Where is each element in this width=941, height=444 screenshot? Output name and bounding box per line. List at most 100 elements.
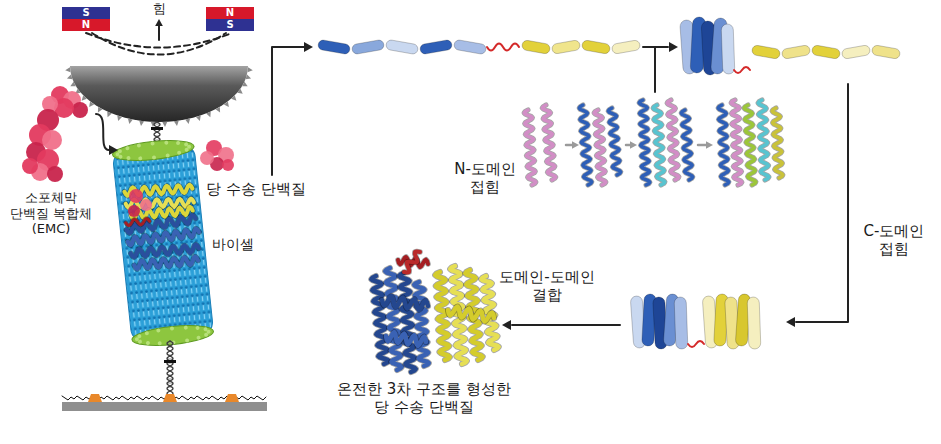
unfolded-segment [419,39,452,54]
linker [487,44,519,51]
magnet-pole [206,7,254,19]
surface-anchor [225,394,239,402]
magnet-pole-label: N [62,19,110,31]
helix-ribbon [131,243,200,259]
streptavidin-mark [67,75,73,80]
emc-complex [200,151,214,165]
streptavidin-mark [65,67,70,72]
helix-ribbon [579,105,592,185]
helix-outline [134,255,199,271]
bicelle-callout: 바이셀 [118,212,256,256]
helix-ribbon [371,276,388,364]
streptavidin-mark [107,112,112,118]
emc-complex [22,158,38,174]
helix-ribbon [608,108,621,175]
streptavidin-mark [82,95,87,100]
helix-ribbon [404,252,420,273]
streptavidin-mark [237,89,242,94]
streptavidin-mark [246,75,252,80]
streptavidin-mark [139,121,144,126]
helix-ribbon [125,218,150,227]
dna-marker [151,127,163,130]
magnet-pole-label: S [206,19,254,31]
emc-complex [47,166,63,182]
helix-ribbon [414,282,429,366]
node-label: 바이셀 [212,236,254,253]
node-label: N-도메인 접힘 [448,160,522,196]
helix-outline [386,332,426,346]
helix-outline [731,100,742,185]
unfolded-segment [351,39,384,54]
unfolded-segment [453,39,486,54]
helix-ribbon [594,110,606,185]
helix-outline [414,282,429,366]
lipid-bead [165,153,169,157]
unfolded-segment [841,45,870,60]
streptavidin-mark [231,95,236,100]
helix-outline [125,218,150,227]
unfolded-segment [317,39,350,54]
linker [734,67,750,73]
helix-outline [448,307,494,322]
lipid-bead [184,325,188,329]
streptavidin-mark [215,107,220,113]
folding-step-callout: N-도메인 접힘 [448,158,524,204]
step-arrow [566,144,572,147]
emc-callout: 소포체막 단백질 복합체 (EMC) [6,86,96,246]
streptavidin-mark [185,119,190,124]
magnet-pole-label: S [62,7,110,19]
connector-line [96,114,109,150]
helix-ribbon [758,100,769,180]
linker [688,341,704,347]
streptavidin-mark [117,115,122,121]
helix-outline [579,105,592,185]
unfolded-segment [871,45,900,60]
emc-complex [42,130,62,150]
helix-outline [681,110,693,180]
process-arrow [512,324,620,326]
lipid-bead [184,147,188,151]
lipid-bead [157,341,161,345]
domain-bundle [674,297,688,349]
helix-outline [404,252,420,273]
streptavidin-mark [162,122,167,127]
helix-ribbon [524,110,536,185]
helix-outline [718,105,729,185]
emc-complex [128,205,140,217]
dna-marker [164,360,176,363]
lipid-bead [150,141,154,145]
streptavidin-mark [128,119,133,124]
streptavidin-mark [70,82,76,87]
emc-complex [222,159,234,171]
helix-outline [653,105,665,185]
lipid-bead [145,331,149,335]
helix-ribbon [681,110,693,180]
step-label: 도메인-도메인 결합 [494,268,600,304]
arrow-head [109,145,118,155]
helix-ribbon [772,108,783,178]
lipid-bead [125,146,129,150]
force-arrow-head [155,19,163,26]
magnet-pole-label: N [206,7,254,19]
domain-bundle [721,24,735,74]
lipid-bead [176,141,180,145]
helix-ribbon [386,332,426,346]
helix-outline [524,110,536,185]
bicelle-drawing [112,137,215,348]
step-arrow [698,144,706,147]
emc-complex [140,199,152,211]
helix-outline [744,105,756,185]
protein-callout: 당 수송 단백질 [118,100,310,204]
bicelle-body [112,144,213,342]
domain-bundle [747,297,761,349]
final-structure-callout: 온전한 3차 구조를 형성한 당 수송 단백질 [332,378,516,426]
helix-outline [667,100,679,180]
lipid-bead [177,151,181,155]
bicelle-rim [112,137,195,163]
lipid-bead [164,140,168,144]
process-arrow [796,84,848,322]
streptavidin-mark [174,121,179,126]
lipid-bead [137,143,141,147]
lipid-bead [146,341,150,345]
